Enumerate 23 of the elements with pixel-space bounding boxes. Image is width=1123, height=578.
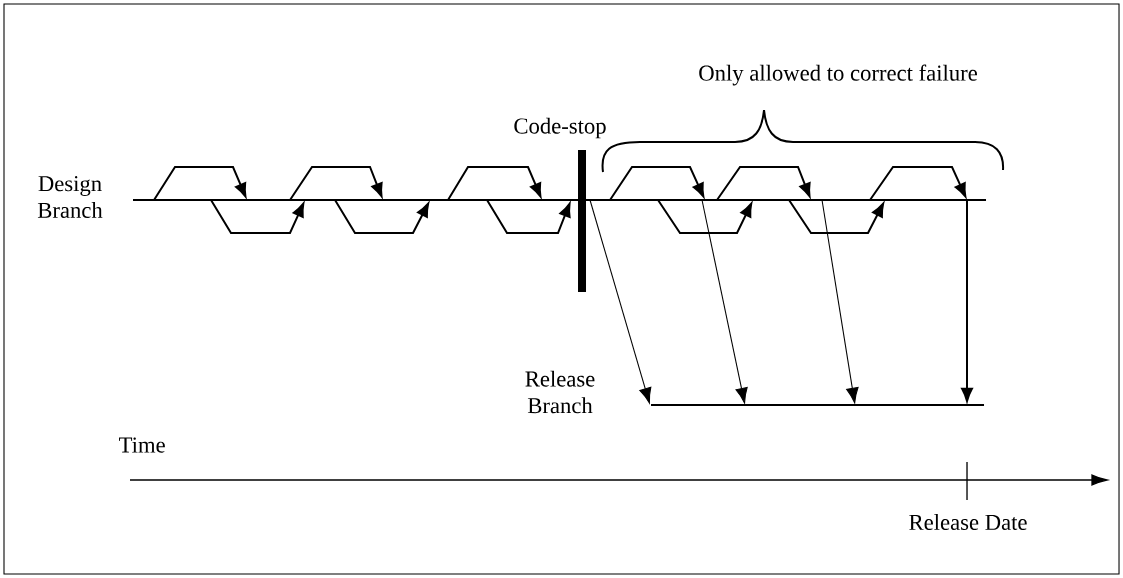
branch-label: Design Branch — [37, 176, 103, 218]
merge-arrow — [701, 199, 748, 404]
branch-line — [132, 199, 987, 201]
merge-arrow — [961, 199, 973, 402]
loop-arrow — [788, 199, 885, 234]
label: Code-stop — [514, 117, 606, 139]
label: Only allowed to correct failure — [699, 64, 977, 86]
loop-arrow — [447, 166, 542, 201]
merge-arrow — [589, 199, 652, 404]
merge-arrow — [821, 199, 859, 404]
label: Release Branch — [525, 370, 595, 414]
loop-arrow — [334, 199, 430, 234]
loop-arrow — [486, 199, 571, 234]
loop-arrow — [609, 166, 705, 201]
loop-arrow — [869, 166, 967, 201]
loop-arrow — [289, 166, 383, 201]
loop-arrow — [153, 166, 247, 201]
branch-line — [650, 404, 985, 406]
loop-arrow — [210, 199, 305, 234]
label: Time — [119, 437, 165, 453]
label: Release Date — [909, 514, 1027, 530]
loop-arrow — [716, 166, 811, 201]
loop-arrow — [657, 199, 753, 234]
